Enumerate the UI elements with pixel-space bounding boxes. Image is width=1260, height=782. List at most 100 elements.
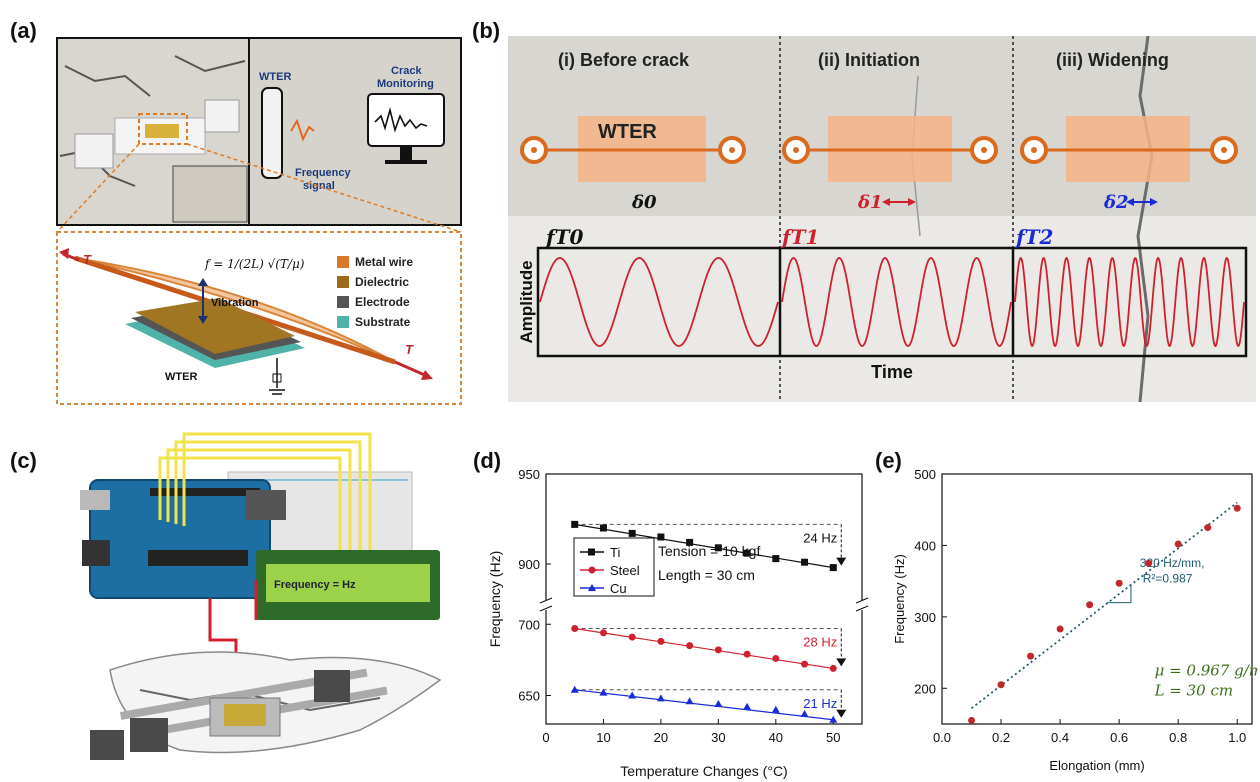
d-pt-Steel-3 bbox=[657, 637, 665, 645]
e-pt-6 bbox=[1145, 559, 1153, 567]
d-pt-Cu-7 bbox=[771, 705, 780, 713]
legend-substrate: Substrate bbox=[355, 315, 411, 329]
e-annotation-mu: μ = 0.967 g/m bbox=[1155, 661, 1258, 679]
d-pt-Steel-2 bbox=[628, 633, 636, 641]
e-pt-3 bbox=[1056, 625, 1064, 633]
d-legend-Steel: Steel bbox=[610, 563, 640, 578]
chart-e-frame bbox=[941, 473, 1253, 725]
waveform-0 bbox=[539, 257, 779, 347]
e-pt-8 bbox=[1204, 524, 1212, 532]
d-pt-Cu-2 bbox=[628, 691, 637, 699]
freq-t2: fT2 bbox=[1014, 225, 1053, 249]
d-pt-Cu-5 bbox=[714, 700, 723, 708]
d-xtick-50: 50 bbox=[826, 730, 840, 745]
chart-d-frame bbox=[545, 473, 863, 725]
tension-left-label: T bbox=[83, 252, 92, 267]
d-pt-Steel-4 bbox=[686, 642, 694, 650]
delta-0: δ0 bbox=[631, 192, 657, 213]
panel-d-label: (d) bbox=[473, 448, 502, 473]
tension-right-label: T bbox=[405, 342, 414, 357]
d-pt-Ti-4 bbox=[686, 538, 694, 546]
e-xlabel: Elongation (mm) bbox=[1049, 758, 1144, 773]
e-xtick-0.4: 0.4 bbox=[1051, 730, 1069, 745]
d-pt-Cu-9 bbox=[829, 715, 838, 723]
e-xtick-0.2: 0.2 bbox=[992, 730, 1010, 745]
d-pt-Cu-0 bbox=[570, 685, 579, 693]
e-ytick-200: 200 bbox=[914, 681, 936, 696]
e-fit-line bbox=[970, 501, 1238, 709]
wter-stage-2 bbox=[1020, 116, 1238, 182]
wter-stage-1 bbox=[782, 116, 998, 182]
vibration-label: Vibration bbox=[211, 297, 259, 309]
waveform-1 bbox=[781, 257, 1012, 347]
d-arrow-Steel bbox=[836, 658, 847, 667]
arduino-board bbox=[89, 479, 271, 599]
d-legend-Cu: Cu bbox=[610, 581, 627, 596]
d-pt-Steel-0 bbox=[571, 625, 579, 633]
d-pt-Ti-3 bbox=[657, 533, 665, 541]
d-ytick-900: 900 bbox=[518, 557, 540, 572]
panel-c-label: (c) bbox=[10, 448, 37, 473]
wter-stage-0 bbox=[520, 116, 746, 182]
device-model bbox=[74, 99, 240, 169]
wter-device-icon bbox=[261, 87, 283, 179]
d-pt-Ti-7 bbox=[772, 555, 780, 563]
d-delta-Ti: 24 Hz bbox=[803, 530, 837, 545]
d-ytick-700: 700 bbox=[518, 617, 540, 632]
stage-before-crack: (i) Before crack bbox=[558, 50, 690, 70]
time-axis-label: Time bbox=[871, 362, 913, 382]
e-xtick-0: 0.0 bbox=[933, 730, 951, 745]
e-ylabel: Frequency (Hz) bbox=[892, 554, 907, 644]
e-fit-label-2: R²=0.987 bbox=[1143, 572, 1193, 586]
d-pt-Steel-9 bbox=[829, 664, 837, 672]
frequency-formula: f = 1/(2L) √(T/μ) bbox=[204, 257, 305, 271]
panel-c-figure: Frequency = Hz bbox=[80, 432, 442, 760]
e-xtick-0.8: 0.8 bbox=[1169, 730, 1187, 745]
d-xtick-20: 20 bbox=[654, 730, 668, 745]
d-ytick-650: 650 bbox=[518, 689, 540, 704]
d-pt-Cu-8 bbox=[800, 710, 809, 718]
e-pt-1 bbox=[997, 681, 1005, 689]
monitor-icon bbox=[367, 93, 445, 164]
e-pt-7 bbox=[1174, 540, 1182, 548]
delta-2: δ2 bbox=[1103, 192, 1129, 213]
d-delta-Cu: 21 Hz bbox=[803, 696, 837, 711]
d-ylabel: Frequency (Hz) bbox=[487, 551, 503, 647]
freq-t1: fT1 bbox=[780, 225, 819, 249]
crack-widening bbox=[1136, 36, 1154, 402]
d-annotation-tension: Tension = 10 kgf bbox=[658, 543, 760, 559]
d-pt-Cu-4 bbox=[685, 697, 694, 705]
legend-dielectric: Dielectric bbox=[355, 275, 409, 289]
d-pt-Ti-6 bbox=[743, 549, 751, 557]
d-line-Ti bbox=[574, 523, 834, 569]
panel-b-label: (b) bbox=[472, 18, 501, 43]
ground-icon bbox=[269, 358, 285, 395]
freq-t0: fT0 bbox=[544, 225, 583, 249]
e-fit-label-1: 320 Hz/mm, bbox=[1140, 556, 1205, 570]
d-pt-Steel-8 bbox=[801, 660, 809, 668]
d-xtick-0: 0 bbox=[542, 730, 549, 745]
d-pt-Cu-1 bbox=[599, 688, 608, 696]
e-xtick-0.6: 0.6 bbox=[1110, 730, 1128, 745]
stage-widening: (iii) Widening bbox=[1056, 50, 1169, 70]
e-pt-5 bbox=[1115, 579, 1123, 587]
d-ytick-950: 950 bbox=[518, 467, 540, 482]
axis-break-right bbox=[855, 597, 869, 604]
d-annotation-length: Length = 30 cm bbox=[658, 567, 755, 583]
legend-electrode: Electrode bbox=[355, 295, 410, 309]
e-slope-triangle bbox=[1107, 584, 1132, 604]
d-pt-Ti-2 bbox=[628, 529, 636, 537]
d-line-Cu bbox=[574, 689, 834, 721]
d-pt-Ti-5 bbox=[714, 544, 722, 552]
d-arrow-Ti bbox=[836, 557, 847, 566]
e-ytick-300: 300 bbox=[914, 610, 936, 625]
d-pt-Cu-6 bbox=[743, 702, 752, 710]
d-xlabel: Temperature Changes (°C) bbox=[620, 763, 787, 779]
d-xtick-30: 30 bbox=[711, 730, 725, 745]
d-pt-Cu-3 bbox=[656, 694, 665, 702]
e-ytick-500: 500 bbox=[914, 467, 936, 482]
